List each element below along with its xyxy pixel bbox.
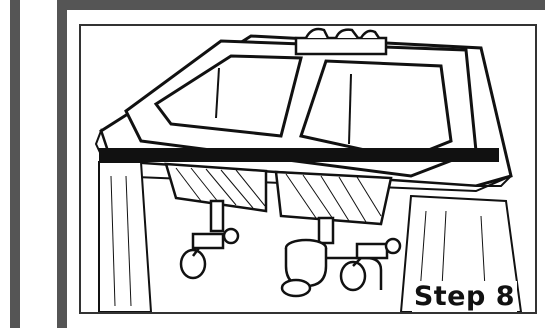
shutoff-valve-left bbox=[181, 229, 238, 278]
sink-plumbing-illustration bbox=[81, 26, 535, 312]
left-adjacent-panel bbox=[0, 0, 20, 328]
faucet bbox=[296, 29, 386, 54]
cabinet-top-band bbox=[99, 148, 499, 162]
sink-basin-left bbox=[156, 56, 301, 136]
cabinet-left-wall bbox=[99, 162, 151, 312]
step-label: Step 8 bbox=[412, 281, 517, 312]
